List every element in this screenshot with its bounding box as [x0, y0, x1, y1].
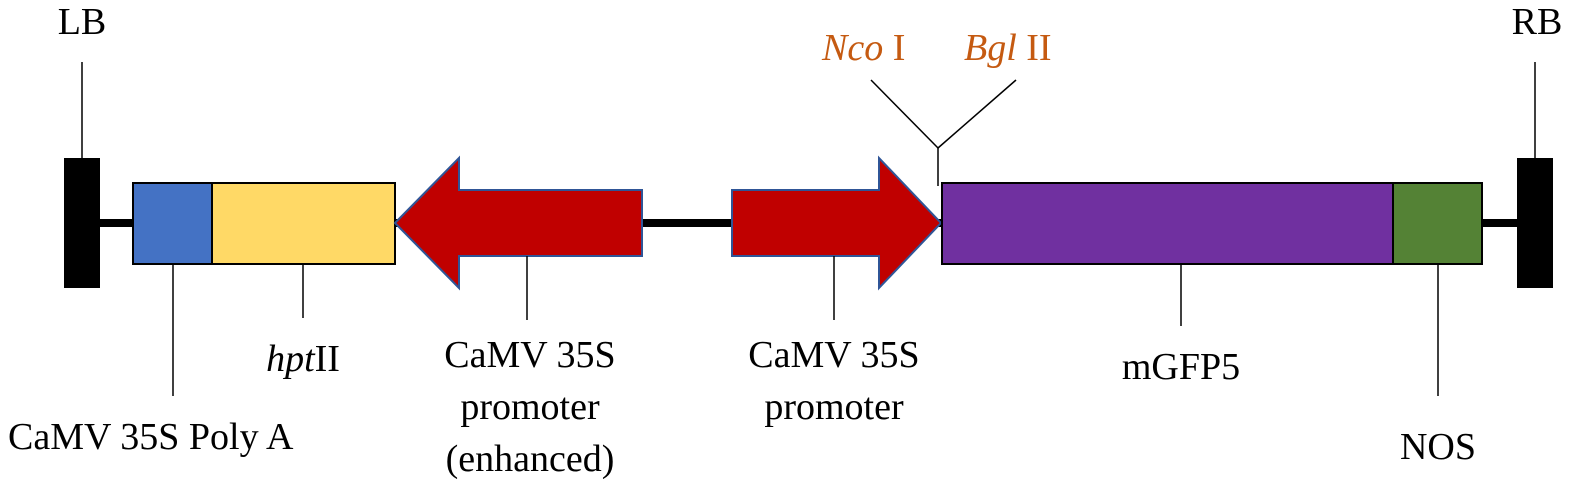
nos-label: NOS	[1400, 426, 1476, 468]
bgl-site-label: Bgl II	[964, 27, 1052, 69]
hpt-label: hptII	[266, 338, 340, 380]
enhanced-promoter-arrow	[393, 155, 643, 291]
nos-box	[1392, 182, 1483, 265]
hpt-label-rest: II	[315, 338, 340, 380]
polya-box	[132, 182, 214, 265]
enhanced-promoter-label-line2: promoter	[460, 386, 600, 428]
left-border-block	[64, 158, 100, 288]
nco-site-name: Nco	[821, 27, 883, 69]
promoter-label-line2: promoter	[764, 386, 904, 428]
bgl-site-line	[937, 79, 1017, 149]
nco-site-numeral: I	[883, 27, 905, 69]
nco-site-label: Nco I	[821, 27, 905, 69]
bgl-site-numeral: II	[1017, 27, 1052, 69]
enhanced-promoter-label-line1: CaMV 35S	[444, 334, 615, 376]
right-border-label: RB	[1512, 1, 1563, 43]
mgfp5-box	[941, 182, 1395, 265]
polya-label: CaMV 35S Poly A	[8, 416, 294, 458]
bgl-site-name: Bgl	[964, 27, 1017, 69]
hpt-box	[211, 182, 396, 265]
promoter-arrow	[731, 155, 943, 291]
right-border-block	[1517, 158, 1553, 288]
left-border-label: LB	[58, 1, 107, 43]
enhanced-promoter-label-line3: (enhanced)	[446, 438, 615, 480]
nco-site-line	[870, 79, 939, 149]
mgfp5-label: mGFP5	[1122, 346, 1240, 388]
hpt-label-italic: hpt	[266, 338, 316, 380]
promoter-label-line1: CaMV 35S	[748, 334, 919, 376]
